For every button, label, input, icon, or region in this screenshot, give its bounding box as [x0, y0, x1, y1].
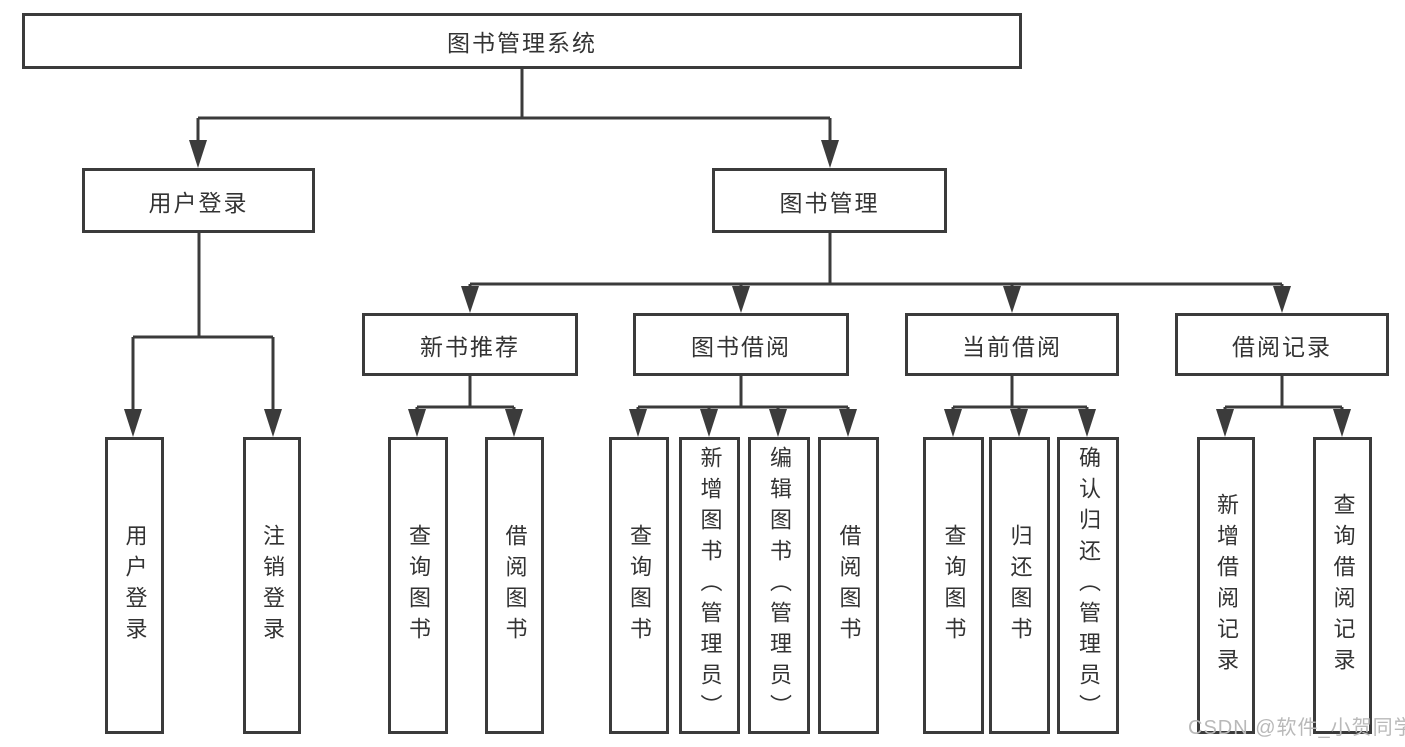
leaf-add-books-admin: 新增图书（管理员）	[679, 437, 740, 734]
leaf-edit-books-admin: 编辑图书（管理员）	[748, 437, 810, 734]
connector-book-management-to-level3	[468, 232, 1284, 292]
arrowhead-leaf-add-books	[700, 409, 718, 437]
leaf-query-borrow-record: 查询借阅记录	[1313, 437, 1372, 734]
leaf-borrow-books-1: 借阅图书	[485, 437, 544, 734]
arrowhead-borrowing-records	[1273, 286, 1291, 313]
arrowhead-leaf-query-borrow-record	[1333, 409, 1351, 437]
leaf-query-books-1: 查询图书	[388, 437, 448, 734]
leaf-user-login: 用户登录	[105, 437, 164, 734]
arrowhead-leaf-query-books-1	[408, 409, 426, 437]
arrowhead-book-management	[821, 140, 839, 168]
connector-book-borrowing-group	[636, 375, 850, 416]
arrowhead-leaf-borrow-books-2	[839, 409, 857, 437]
csdn-watermark: CSDN @软件_小贺同学	[1188, 717, 1405, 739]
arrowhead-leaf-return-books	[1010, 409, 1028, 437]
leaf-borrow-books-2: 借阅图书	[818, 437, 879, 734]
leaf-add-borrow-record: 新增借阅记录	[1197, 437, 1255, 734]
node-book-management: 图书管理	[712, 168, 947, 233]
node-root: 图书管理系统	[22, 13, 1022, 69]
arrowhead-book-borrowing	[732, 286, 750, 313]
arrowhead-new-book-recommend	[461, 286, 479, 313]
arrowhead-leaf-add-borrow-record	[1216, 409, 1234, 437]
node-borrowing-records: 借阅记录	[1175, 313, 1389, 376]
leaf-query-books-2: 查询图书	[609, 437, 669, 734]
arrowhead-leaf-query-books-2	[629, 409, 647, 437]
node-user-login: 用户登录	[82, 168, 315, 233]
arrowhead-leaf-edit-books	[769, 409, 787, 437]
connector-new-book-recommend-group	[415, 375, 516, 416]
node-book-borrowing: 图书借阅	[633, 313, 849, 376]
connector-user-login-group	[131, 232, 275, 416]
arrowhead-leaf-logout	[264, 409, 282, 437]
leaf-confirm-return-admin: 确认归还（管理员）	[1057, 437, 1119, 734]
arrowhead-leaf-borrow-books-1	[505, 409, 523, 437]
leaf-logout: 注销登录	[243, 437, 301, 734]
connector-borrowing-records-group	[1223, 375, 1344, 416]
arrowhead-leaf-confirm-return	[1078, 409, 1096, 437]
arrowhead-leaf-user-login	[124, 409, 142, 437]
leaf-return-books: 归还图书	[989, 437, 1050, 734]
arrowhead-leaf-query-books-3	[944, 409, 962, 437]
connector-root-to-level2	[196, 69, 832, 146]
node-new-book-recommend: 新书推荐	[362, 313, 578, 376]
arrowhead-current-borrowing	[1003, 286, 1021, 313]
leaf-query-books-3: 查询图书	[923, 437, 984, 734]
arrowhead-user-login	[189, 140, 207, 168]
node-current-borrowing: 当前借阅	[905, 313, 1119, 376]
